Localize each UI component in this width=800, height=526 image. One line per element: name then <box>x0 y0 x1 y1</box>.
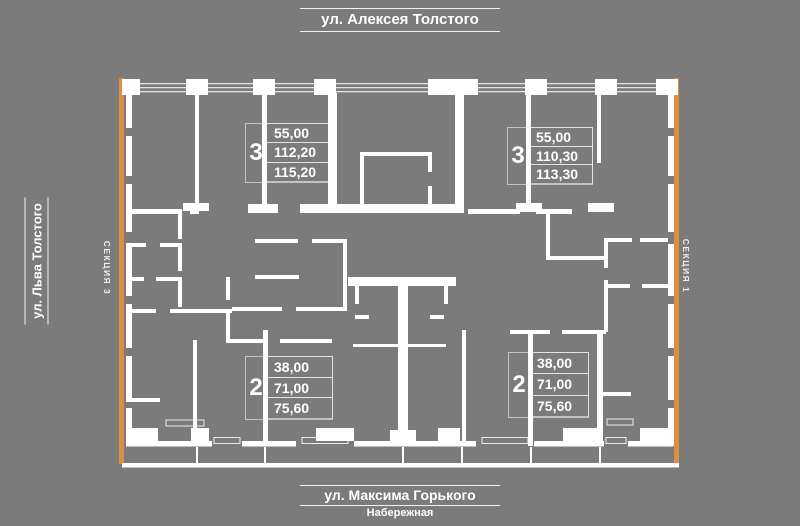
apartment-card-top-right[interactable]: 3 55,00 110,30 113,30 <box>507 127 593 185</box>
apartment-areas: 38,00 71,00 75,60 <box>266 356 333 420</box>
apartment-area-value: 75,60 <box>529 394 589 417</box>
apartment-card-bottom-right[interactable]: 2 38,00 71,00 75,60 <box>508 352 589 418</box>
apartment-rooms-count: 2 <box>512 371 526 398</box>
street-label-left: ул. Льва Толстого <box>24 197 49 325</box>
apartment-rooms-count: 3 <box>511 142 525 169</box>
apartment-areas: 55,00 112,20 115,20 <box>266 123 333 182</box>
top-window-band <box>122 83 678 93</box>
apartment-area-value: 75,60 <box>266 397 333 420</box>
apartment-area-value: 55,00 <box>266 123 333 144</box>
apartment-card-top-left[interactable]: 3 55,00 112,20 115,20 <box>245 123 333 183</box>
apartment-areas: 55,00 110,30 113,30 <box>528 127 593 185</box>
apartment-card-bottom-left[interactable]: 2 38,00 71,00 75,60 <box>245 356 333 420</box>
apartment-area-value: 115,20 <box>266 161 333 182</box>
apartment-areas: 38,00 71,00 75,60 <box>529 352 589 417</box>
embankment-label: Набережная <box>366 507 434 519</box>
section-label-3: СЕКЦИЯ 3 <box>102 240 112 296</box>
apartment-area-value: 71,00 <box>266 376 333 399</box>
window-outlines <box>165 418 634 444</box>
street-label-bottom: ул. Максима Горького <box>300 485 500 506</box>
section-label-1: СЕКЦИЯ 1 <box>681 238 691 294</box>
exterior-walls <box>122 79 679 468</box>
apartment-rooms-count: 3 <box>249 139 263 166</box>
street-label-top: ул. Алексея Толстого <box>300 8 500 32</box>
apartment-area-value: 110,30 <box>528 145 593 166</box>
apartment-area-value: 55,00 <box>528 127 593 147</box>
apartment-area-value: 38,00 <box>266 356 333 378</box>
apartment-area-value: 71,00 <box>529 373 589 396</box>
apartment-rooms-count: 2 <box>249 374 263 401</box>
orange-accent-strips <box>119 78 679 464</box>
apartment-area-value: 113,30 <box>528 164 593 185</box>
apartment-area-value: 112,20 <box>266 142 333 163</box>
apartment-area-value: 38,00 <box>529 352 589 375</box>
